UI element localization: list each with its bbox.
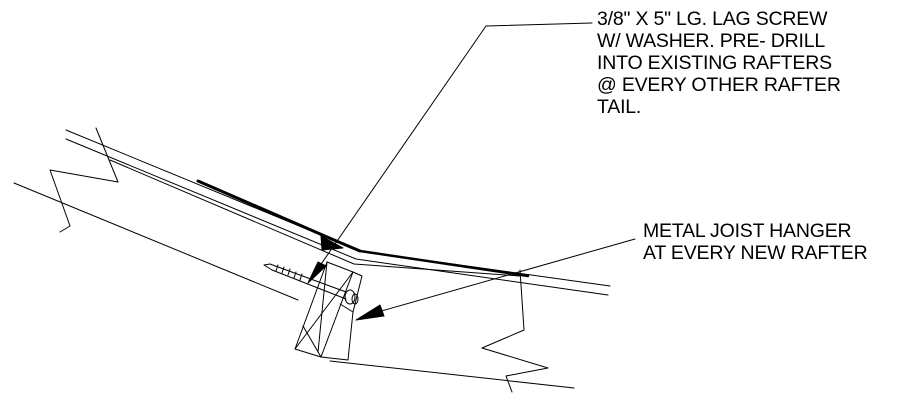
lag-screw-note-line: 3/8" X 5" LG. LAG SCREW [597,8,828,30]
lag-screw-note-line: TAIL. [597,96,642,118]
lag-screw-leader [317,23,592,270]
break-line-left [50,128,118,232]
lag-screw-leader-arrowhead [308,262,326,283]
joist-hanger-note-line: AT EVERY NEW RAFTER [643,242,868,264]
roof-break-arrowhead [321,236,343,250]
rafter-blocking [295,262,353,357]
lag-screw-note-line: @ EVERY OTHER RAFTER [597,74,841,96]
joist-hanger-leader-arrowhead [356,305,384,320]
roof-sheathing-lines [66,130,610,295]
lag-screw-note: 3/8" X 5" LG. LAG SCREW W/ WASHER. PRE- … [597,8,841,118]
joist-hanger-leader [378,239,635,312]
joist-hanger-note: METAL JOIST HANGER AT EVERY NEW RAFTER [643,220,868,264]
lag-screw-note-line: INTO EXISTING RAFTERS [597,52,832,74]
lag-screw-note-line: W/ WASHER. PRE- DRILL [597,30,826,52]
break-line-right [482,270,548,392]
metal-joist-hanger [321,272,362,360]
joist-hanger-note-line: METAL JOIST HANGER [643,220,852,242]
existing-rafter-bottom-line [14,183,574,388]
roof-flashing-line [198,181,528,276]
lag-screw [264,264,359,305]
